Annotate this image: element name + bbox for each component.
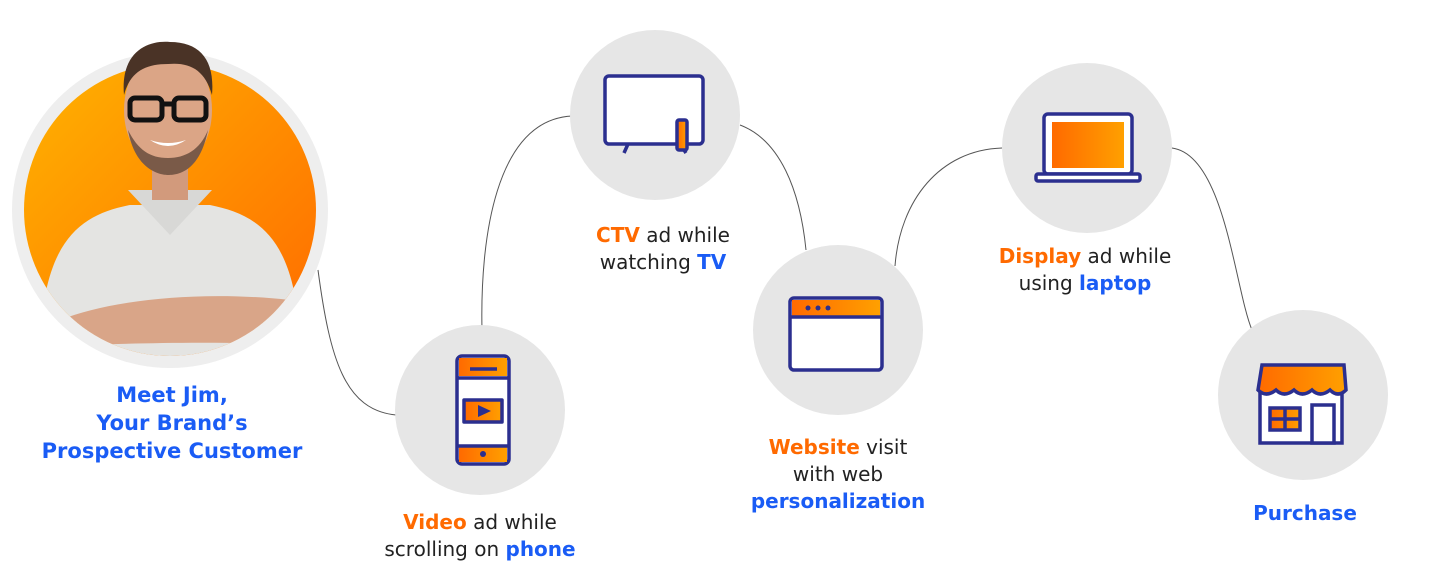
jim-avatar [12,41,328,368]
channel-label: Display [998,244,1082,268]
connector [894,147,1003,267]
caption-text: using [1018,271,1080,295]
caption-text: ad while [1081,244,1172,268]
channel-label: Video [403,510,467,534]
persona-line: Your Brand’s [96,411,248,435]
connector [317,269,397,416]
connector [1171,147,1253,331]
caption-text: ad while [639,223,730,247]
device-label: phone [505,537,576,561]
caption-text: watching [599,250,698,274]
caption-text: visit [859,435,908,459]
connector [481,115,573,331]
device-label: personalization [750,489,926,513]
step-caption-video: Video ad while scrolling on phone [384,509,575,563]
channel-label: CTV [596,223,640,247]
step-caption-website: Website visit with web personalization [751,434,925,515]
caption-text: scrolling on [384,537,506,561]
journey-connectors [317,115,1253,416]
storefront-icon [1256,363,1348,445]
phone-icon [455,354,511,466]
persona-title: Meet Jim, Your Brand’s Prospective Custo… [42,381,303,465]
persona-line: Meet Jim, [116,383,228,407]
persona-line: Prospective Customer [41,439,303,463]
channel-label: Website [768,435,860,459]
laptop-icon [1034,112,1142,183]
step-caption-ctv: CTV ad while watching TV [596,222,730,276]
caption-text: with web [792,462,884,486]
browser-window-icon [788,296,884,372]
step-caption-display: Display ad while using laptop [999,243,1172,297]
tv-icon [603,74,705,154]
step-caption-purchase: Purchase [1253,500,1357,527]
device-label: laptop [1079,271,1152,295]
purchase-label: Purchase [1253,501,1357,525]
caption-text: ad while [466,510,557,534]
device-label: TV [697,250,727,274]
connector [739,124,807,251]
